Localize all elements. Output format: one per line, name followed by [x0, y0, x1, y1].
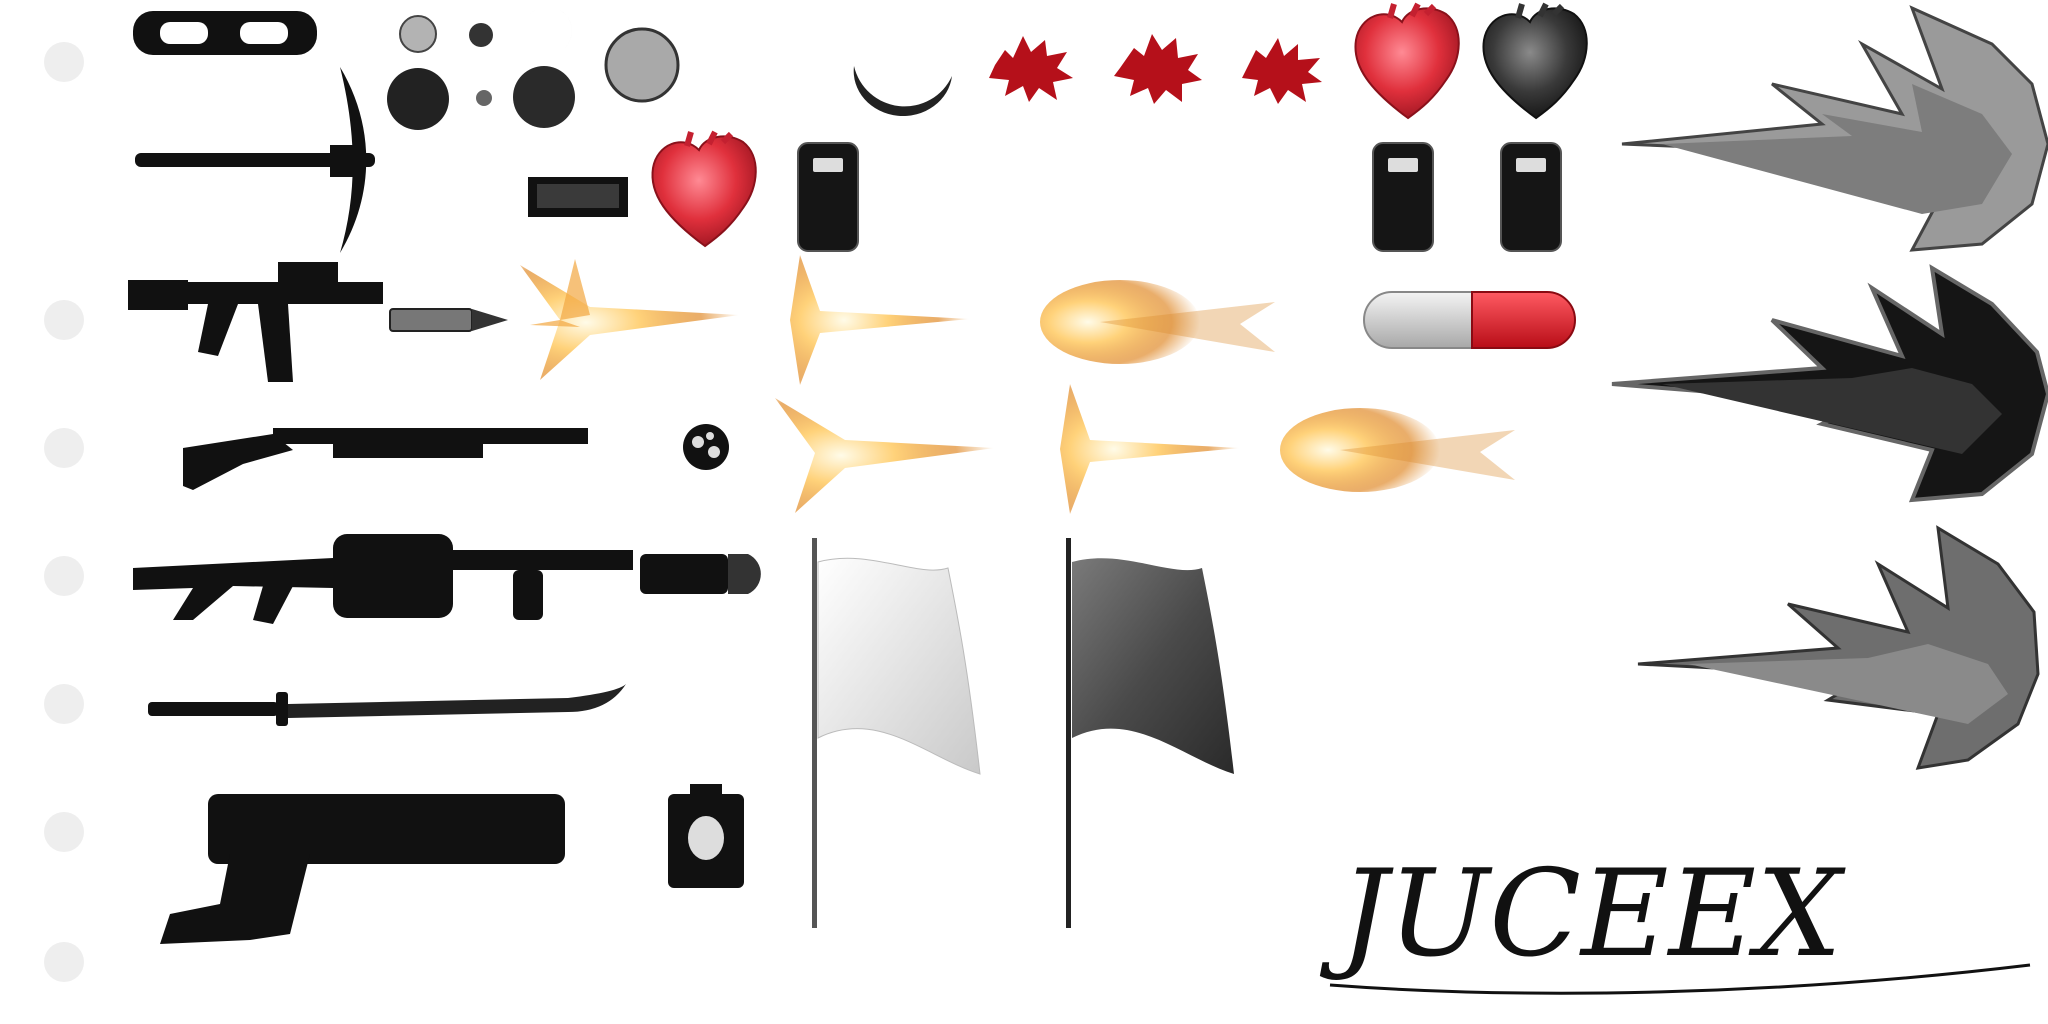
heart-icon [1350, 2, 1465, 122]
katana-icon [148, 678, 628, 728]
riot-shield-icon [1372, 142, 1434, 252]
frag-disc-icon [680, 422, 732, 472]
ammo-box-icon [668, 784, 744, 888]
explosion-burst-icon [1611, 264, 2048, 503]
round-token-icon [604, 27, 680, 103]
round-token-icon [385, 66, 451, 132]
explosion-burst-icon [1637, 524, 2040, 770]
black-flag-icon [1062, 538, 1242, 928]
battery-cell-icon [527, 176, 629, 218]
signature-logo: JUCEEX [1319, 845, 2031, 995]
pickaxe-icon [135, 65, 385, 255]
round-token-icon [474, 88, 494, 108]
row-marker-dot [44, 812, 84, 852]
blood-splatter-icon [985, 30, 1075, 105]
grenade-round-icon [640, 550, 768, 598]
heavy-pistol-icon [140, 794, 565, 944]
row-marker-dot [44, 556, 84, 596]
heart-icon [647, 130, 762, 250]
riot-shield-icon [1500, 142, 1562, 252]
muzzle-flash-burst-icon [1280, 390, 1515, 510]
crescent-slash-icon [848, 40, 958, 130]
rifle-bullet-icon [389, 306, 508, 334]
row-marker-dot [44, 428, 84, 468]
blood-splatter-icon [1236, 32, 1326, 107]
heart-icon [1478, 2, 1593, 122]
muzzle-flash-cone-icon [770, 255, 970, 385]
explosion-burst-icon [1621, 4, 2048, 254]
riot-shield-icon [797, 142, 859, 252]
blood-splatter-icon [1112, 30, 1202, 105]
row-marker-dot [44, 42, 84, 82]
muzzle-flash-burst-icon [1040, 262, 1275, 382]
round-token-icon [511, 64, 577, 130]
crescent-slash-icon [718, 38, 788, 118]
muzzle-flash-star-icon [520, 255, 740, 385]
row-marker-dot [44, 684, 84, 724]
muzzle-flash-cone-icon [1040, 384, 1240, 514]
assault-rifle-icon [128, 256, 383, 386]
white-flag-icon [808, 538, 988, 928]
round-token-icon [467, 21, 495, 49]
muzzle-flash-star-icon [775, 388, 995, 518]
grenade-launcher-icon [133, 528, 633, 628]
row-marker-dot [44, 300, 84, 340]
crescent-slash-icon [520, 6, 572, 56]
chain-link-icon [130, 8, 320, 58]
pump-shotgun-icon [183, 420, 588, 490]
round-token-icon [398, 14, 438, 54]
signature-text: JUCEEX [1319, 845, 1846, 984]
row-marker-dot [44, 942, 84, 982]
health-pill-icon [1362, 290, 1577, 350]
